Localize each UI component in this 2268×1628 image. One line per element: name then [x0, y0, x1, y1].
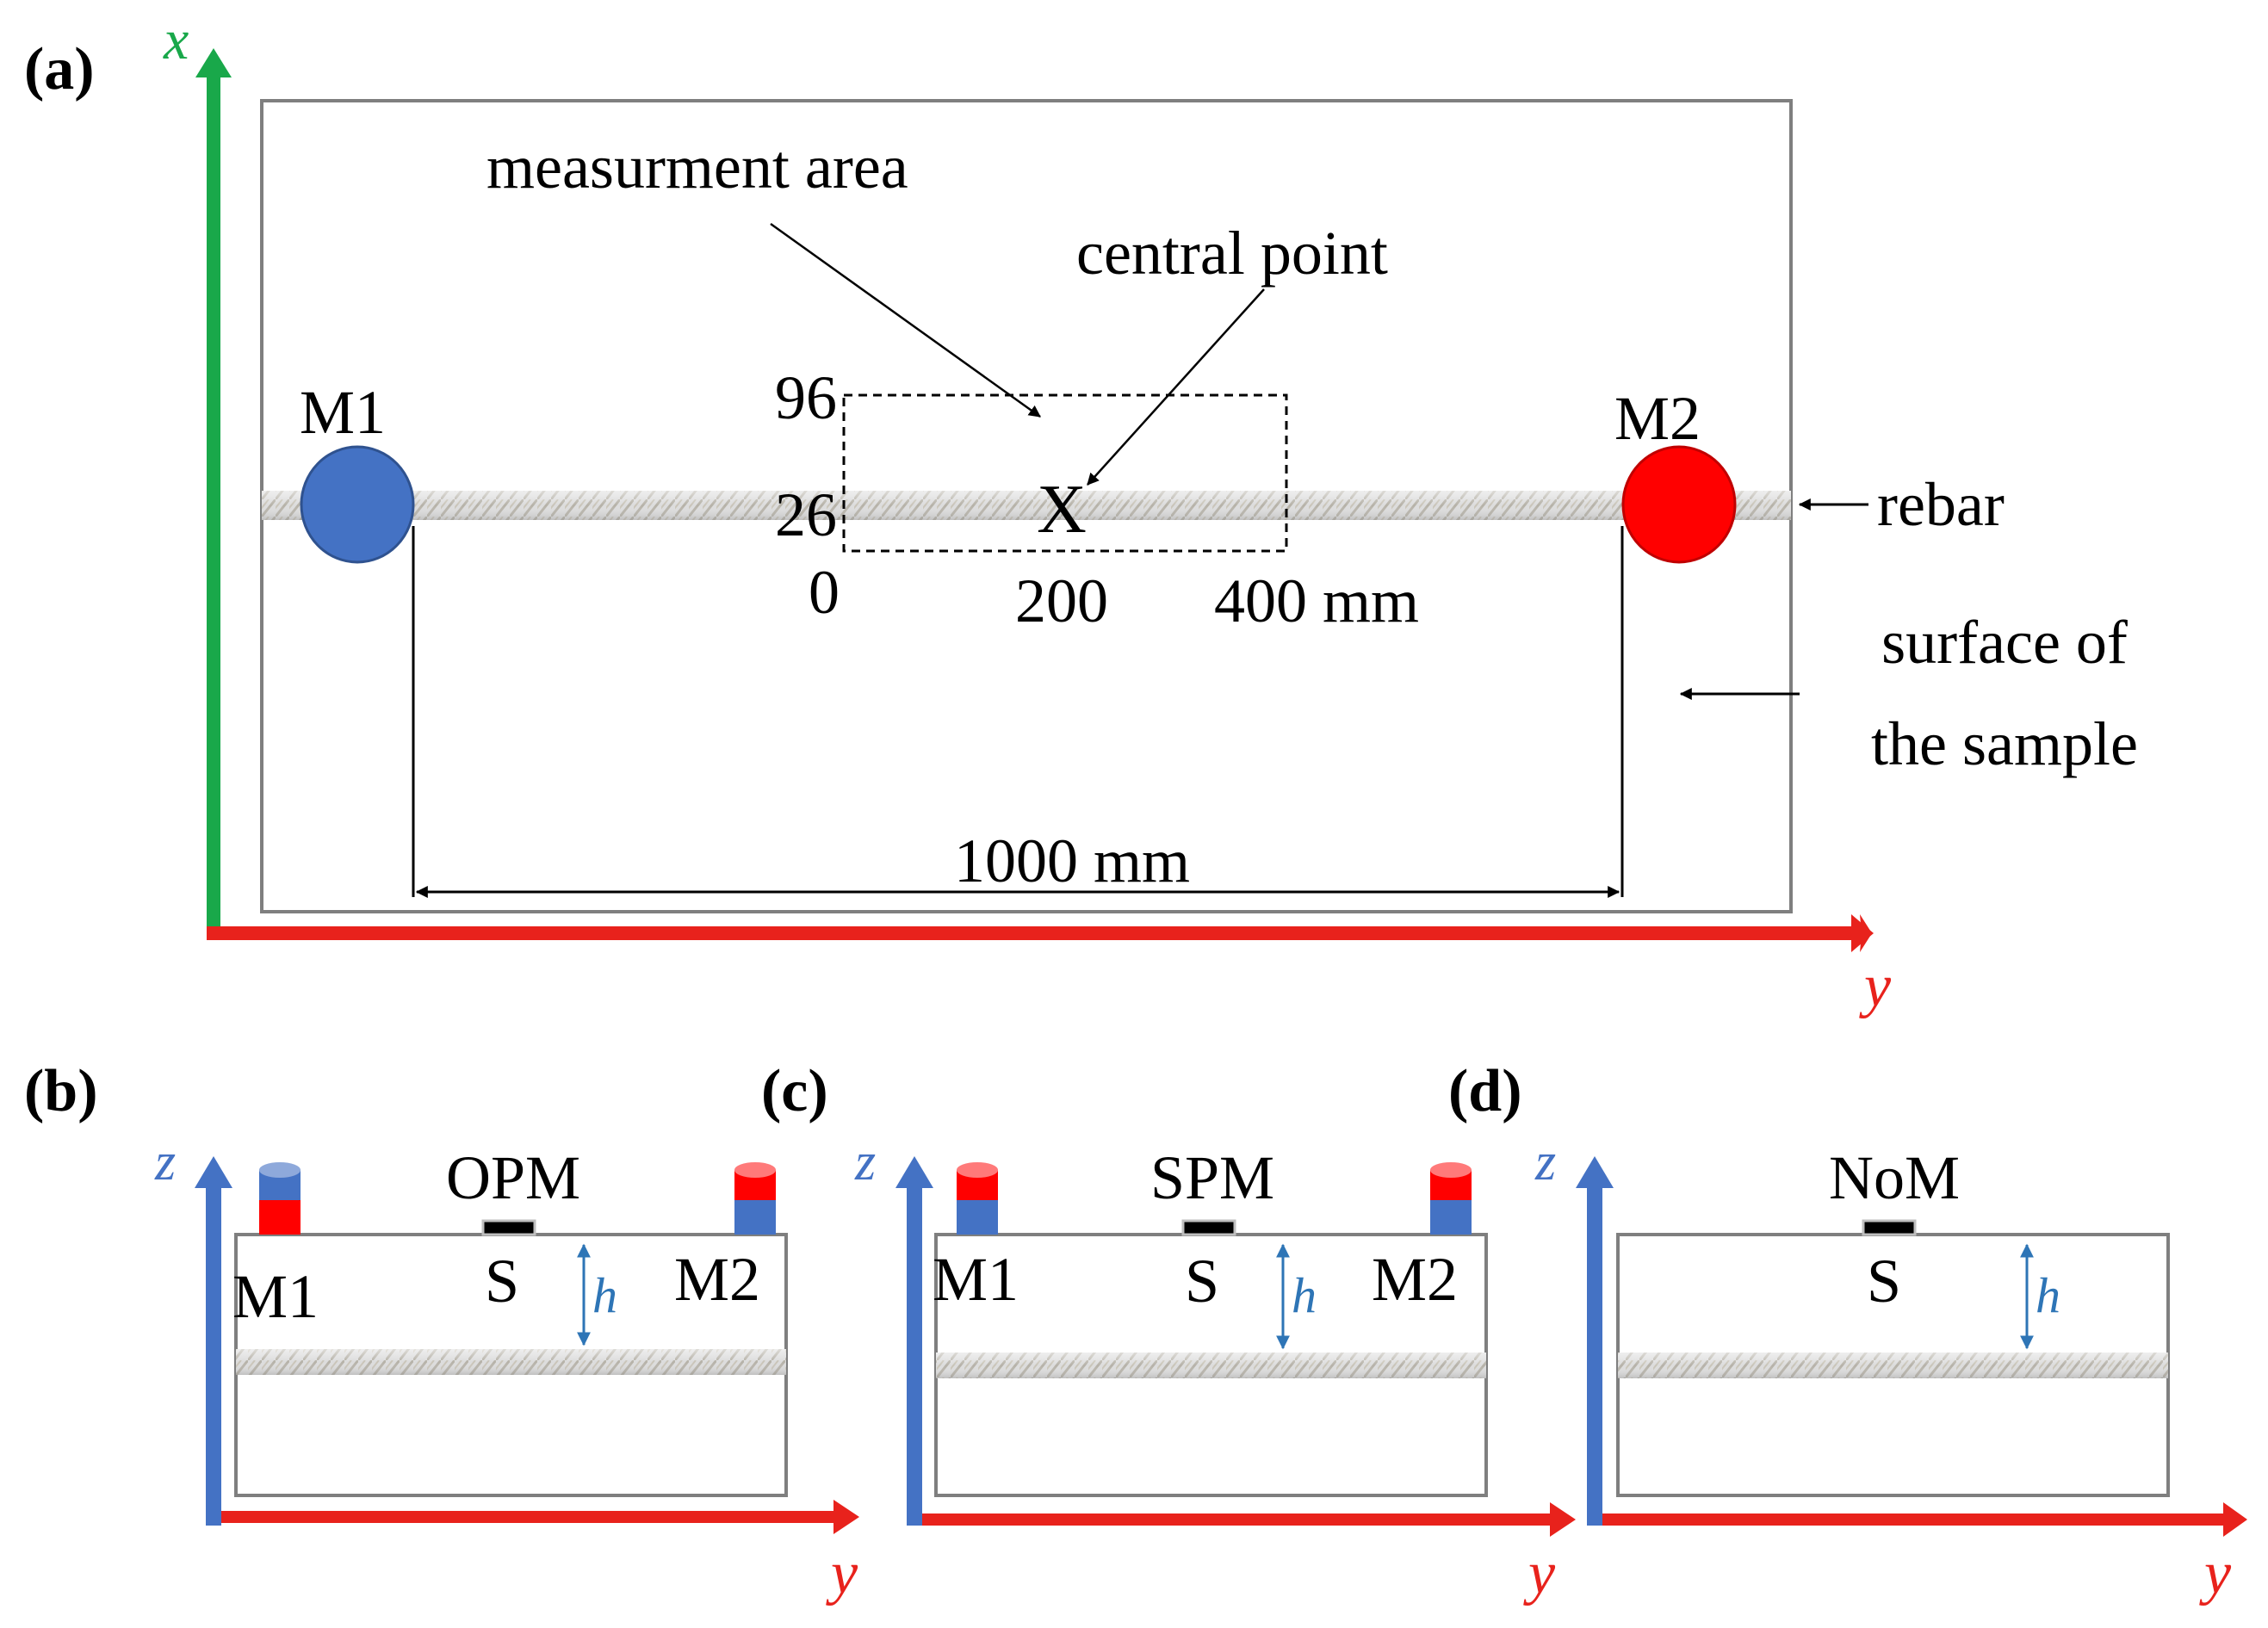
y-tick-200: 200	[1015, 566, 1108, 635]
magnet-m1-label-b: M1	[232, 1262, 319, 1331]
y-axis-label-d: y	[2199, 1540, 2232, 1606]
magnet-m1-label-c: M1	[933, 1245, 1019, 1314]
sensor-b	[481, 1219, 536, 1236]
rebar-b	[236, 1349, 786, 1375]
magnet-m2-top	[1621, 445, 1737, 564]
y-axis-label-b: y	[826, 1540, 858, 1606]
z-axis-arrow-b	[195, 1156, 232, 1526]
central-point-mark: X	[1037, 472, 1087, 548]
height-label-d: h	[2036, 1267, 2060, 1323]
x-tick-26: 26	[775, 480, 837, 549]
z-axis-arrow-c	[895, 1156, 933, 1526]
measurement-area-box	[842, 393, 1288, 553]
sensor-c	[1181, 1219, 1236, 1236]
measurement-area-annotation: measurment area	[486, 133, 908, 201]
y-axis-label-a: y	[1859, 953, 1892, 1019]
central-point-annotation: central point	[1076, 219, 1388, 288]
height-label-c: h	[1292, 1267, 1317, 1323]
panel-d-label: (d)	[1448, 1058, 1522, 1124]
sensor-label-c: S	[1185, 1247, 1219, 1315]
sensor-d	[1862, 1219, 1917, 1236]
magnet-m2-label-c: M2	[1372, 1245, 1458, 1314]
panel-c: (c) SPM M1 M2 S h z	[761, 1058, 1576, 1606]
rebar-label: rebar	[1877, 470, 2005, 539]
y-tick-400: 400 mm	[1214, 566, 1419, 635]
magnet-m2-b	[734, 1162, 776, 1235]
magnet-m2-label-b: M2	[674, 1245, 760, 1314]
panel-c-label: (c)	[761, 1058, 828, 1124]
y-axis-label-c: y	[1523, 1540, 1556, 1606]
surface-label-line1: surface of	[1881, 608, 2128, 677]
distance-label: 1000 mm	[954, 826, 1190, 895]
height-label-b: h	[592, 1267, 617, 1323]
magnet-m1-label: M1	[300, 378, 386, 447]
sensor-label-b: S	[485, 1247, 519, 1315]
magnet-m2-c	[1430, 1162, 1472, 1235]
magnet-m1-c	[957, 1162, 998, 1235]
panel-a-label: (a)	[24, 36, 95, 102]
panel-b-title: OPM	[446, 1143, 580, 1212]
magnet-m1-top	[300, 445, 415, 564]
y-tick-0: 0	[809, 558, 840, 627]
rebar-c	[936, 1353, 1486, 1378]
rebar-a	[262, 491, 1791, 520]
y-axis-arrow-d	[1602, 1502, 2247, 1537]
rebar-d	[1618, 1353, 2168, 1378]
panel-d-title: NoM	[1829, 1143, 1960, 1212]
z-axis-label-b: z	[154, 1133, 176, 1192]
x-axis-arrow	[195, 48, 232, 932]
central-point-pointer	[1087, 288, 1265, 486]
magnet-m2-label: M2	[1614, 384, 1701, 453]
measurement-area-pointer	[770, 222, 1041, 418]
sensor-label-d: S	[1867, 1247, 1901, 1315]
magnet-m1-b	[259, 1162, 301, 1235]
surface-label-line2: the sample	[1871, 709, 2138, 778]
panel-d: (d) NoM S h z y	[1448, 1058, 2247, 1606]
y-axis-arrow-c	[922, 1502, 1576, 1537]
panel-c-title: SPM	[1150, 1143, 1274, 1212]
z-axis-arrow-d	[1576, 1156, 1614, 1526]
x-tick-96: 96	[775, 363, 837, 432]
panel-b: (b) OPM M1 M2 S h z	[24, 1058, 859, 1606]
y-axis-arrow-b	[221, 1500, 859, 1534]
panel-a: (a) M1 M2 1000 mm measurment area centra…	[24, 9, 2138, 1019]
panel-b-label: (b)	[24, 1058, 98, 1124]
y-axis-arrow-a	[207, 914, 1874, 952]
x-axis-label: x	[163, 9, 189, 71]
z-axis-label-c: z	[854, 1133, 876, 1192]
z-axis-label-d: z	[1534, 1133, 1556, 1192]
